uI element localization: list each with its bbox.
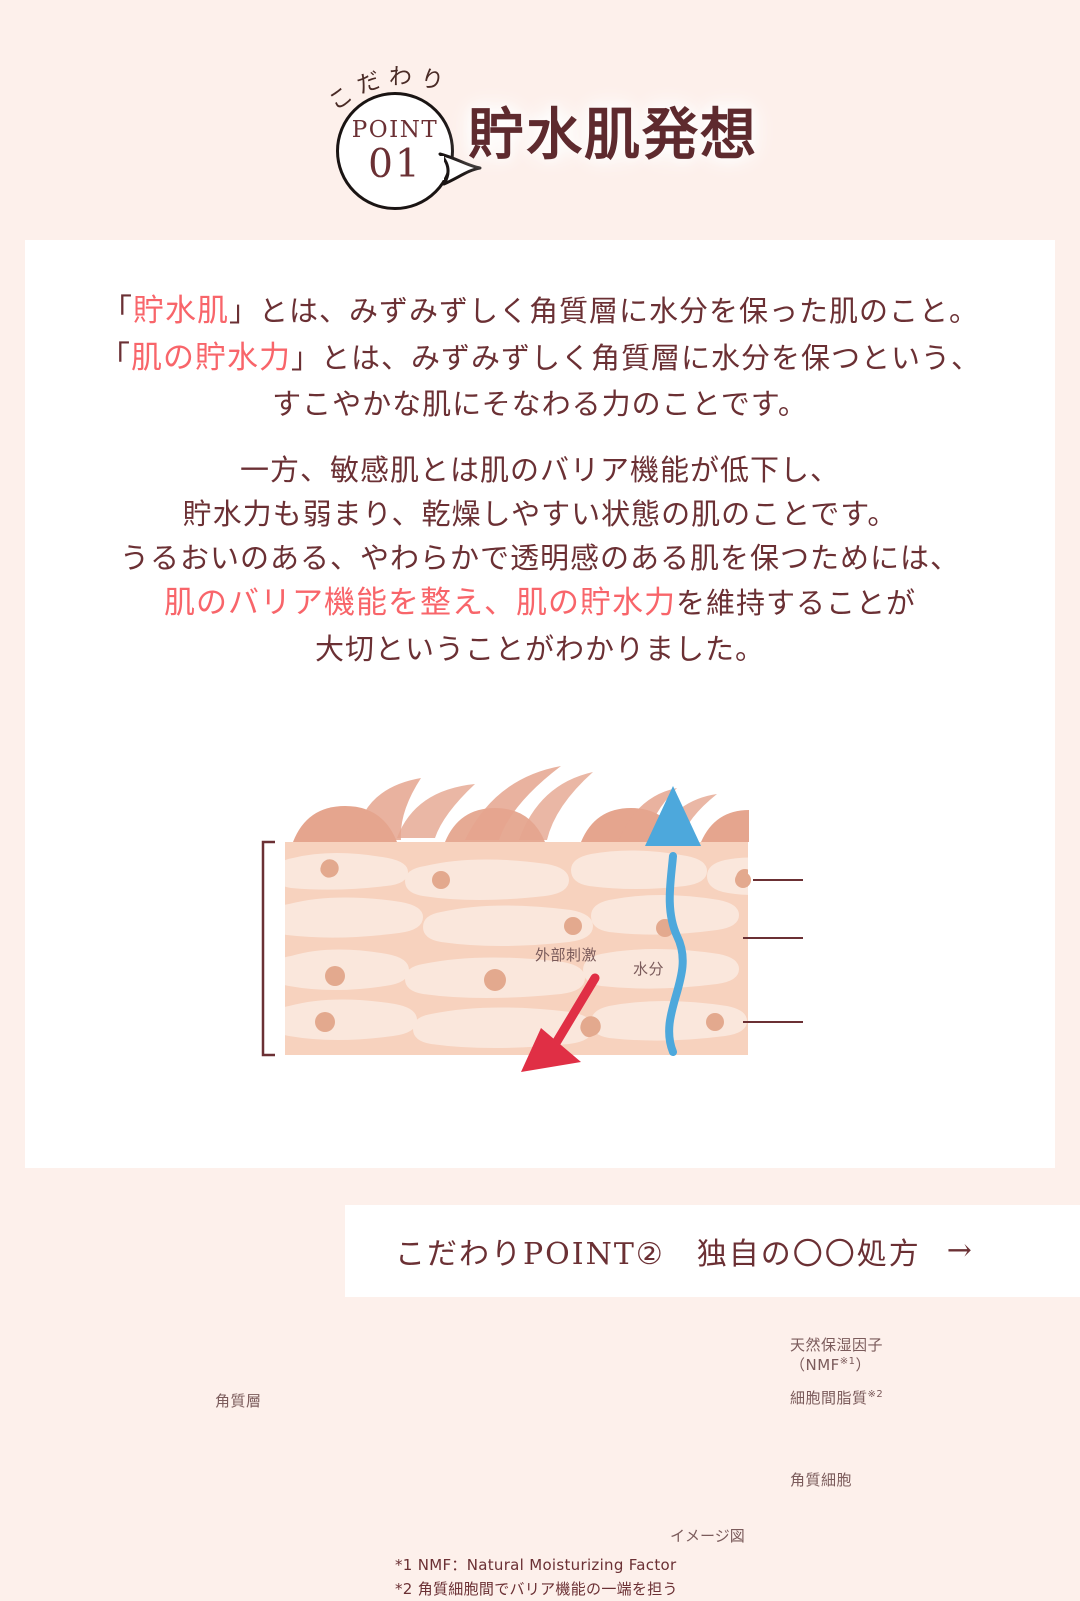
stratum-corneum-block	[285, 842, 748, 1055]
main-content-card: 「貯水肌」とは、みずみずしく角質層に水分を保った肌のこと。 「肌の貯水力」とは、…	[25, 240, 1055, 1598]
explanation-line-2: 貯水力も弱まり、乾燥しやすい状態の肌のことです。	[182, 497, 898, 532]
skin-diagram-svg	[261, 766, 803, 1072]
intro-keyword-chosuiryoku: 肌の貯水力	[130, 340, 291, 377]
image-disclaimer: イメージ図	[670, 1527, 745, 1545]
intro-line-2-open-quote: 「	[98, 340, 131, 377]
intro-line-1-rest: 」とは、みずみずしく角質層に水分を保った肌のこと。	[228, 294, 979, 328]
point-badge: こだわり POINT 01	[318, 60, 488, 210]
next-point-bar[interactable]: こだわりPOINT② 独自の〇〇処方 →	[345, 1205, 1080, 1297]
explanation-line-4-rest: を維持することが	[675, 586, 916, 621]
arrow-right-icon: →	[946, 1233, 974, 1268]
footnotes: *1 NMF：Natural Moisturizing Factor *2 角質…	[395, 1553, 678, 1601]
page-header: こだわり POINT 01 貯水肌発想	[0, 0, 1080, 236]
speech-bubble-tail	[438, 148, 484, 188]
stratum-corneum-bracket	[261, 840, 275, 1057]
intro-line-1-open-quote: 「	[100, 293, 133, 329]
point-badge-circle: POINT 01	[336, 92, 454, 210]
label-intercellular-lipid: 細胞間脂質※2	[790, 1388, 883, 1408]
skin-surface-flakes	[293, 766, 749, 842]
label-stratum-corneum: 角質層	[215, 1392, 262, 1410]
label-nmf-superscript: ※1	[839, 1356, 856, 1368]
intro-line-3: すこやかな肌にそなわる力のことです。	[272, 387, 808, 422]
intro-line-1: 「貯水肌」とは、みずみずしく角質層に水分を保った肌のこと。	[25, 288, 1055, 335]
callout-leader-lines	[735, 872, 803, 1023]
next-point-label: こだわりPOINT② 独自の〇〇処方	[395, 1237, 921, 1272]
label-intercellular-lipid-superscript: ※2	[867, 1389, 884, 1400]
point-label: POINT	[351, 116, 439, 143]
label-nmf-line2-post: ）	[855, 1356, 872, 1375]
page-title: 貯水肌発想	[468, 103, 758, 168]
footnote-2: *2 角質細胞間でバリア機能の一端を担う	[395, 1580, 678, 1598]
skin-cross-section-diagram: 外部刺激 水分 角質層 天然保湿因子 （NMF※1） 細胞間脂質※2 角質細胞 …	[25, 690, 1055, 1598]
next-point-content: こだわりPOINT② 独自の〇〇処方 →	[395, 1229, 974, 1273]
footnote-1: *1 NMF：Natural Moisturizing Factor	[395, 1556, 677, 1574]
external-stimulus-arrow	[521, 973, 600, 1072]
intro-line-2: 「肌の貯水力」とは、みずみずしく角質層に水分を保つという、	[25, 335, 1055, 382]
nmf-dots	[315, 859, 748, 1038]
label-nmf: 天然保湿因子 （NMF※1）	[790, 1335, 883, 1376]
explanation-line-1: 一方、敏感肌とは肌のバリア機能が低下し、	[239, 453, 840, 487]
explanation-keyword: 肌のバリア機能を整え、肌の貯水力	[163, 585, 676, 622]
explanation-line-4: 肌のバリア機能を整え、肌の貯水力を維持することが	[25, 580, 1055, 627]
point-number: 01	[368, 141, 422, 187]
explanation-line-3: うるおいのある、やわらかで透明感のある肌を保つためには、	[119, 541, 960, 576]
label-nmf-line2-pre: （NMF	[790, 1356, 840, 1375]
intro-line-2-rest: 」とは、みずみずしく角質層に水分を保つという、	[290, 341, 981, 376]
label-external-stimulus: 外部刺激	[535, 946, 598, 964]
label-moisture: 水分	[633, 960, 665, 978]
label-nmf-line1: 天然保湿因子	[790, 1336, 884, 1354]
intro-paragraph: 「貯水肌」とは、みずみずしく角質層に水分を保った肌のこと。 「肌の貯水力」とは、…	[25, 288, 1055, 426]
label-intercellular-lipid-text: 細胞間脂質	[790, 1389, 868, 1407]
label-corneocyte: 角質細胞	[790, 1471, 853, 1489]
explanation-paragraph: 一方、敏感肌とは肌のバリア機能が低下し、 貯水力も弱まり、乾燥しやすい状態の肌の…	[25, 448, 1055, 671]
intro-keyword-chosuihada: 貯水肌	[132, 293, 229, 329]
explanation-line-5: 大切ということがわかりました。	[314, 632, 765, 667]
moisture-arrow	[645, 786, 701, 1056]
